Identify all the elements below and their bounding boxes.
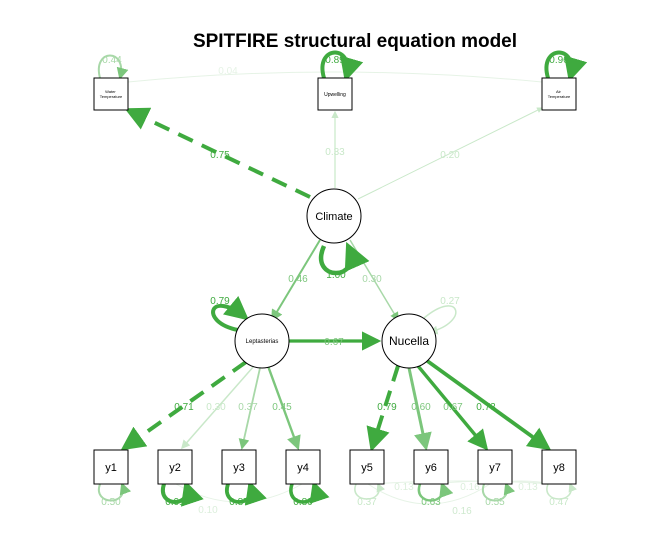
variance-label-y3: 0.87 [229, 497, 249, 508]
variance-loop-y3 [225, 480, 267, 506]
covariance-label-y7-y8: 0.13 [518, 482, 538, 493]
node-y1 [93, 449, 129, 485]
path-label-nuc-y6: 0.60 [411, 402, 431, 413]
variance-label-y4: 0.80 [293, 497, 313, 508]
node-label-y8: y8 [553, 462, 565, 474]
node-label-air-line2: Temperature [548, 94, 571, 99]
path-label-nuc-y5: 0.79 [377, 402, 397, 413]
variance-loop-y1 [97, 482, 132, 502]
covariance-label-y5-y7: 0.16 [452, 506, 472, 517]
path-label-climate-nucella: 0.30 [362, 274, 382, 285]
node-label-air-temperature: Air Temperature [548, 89, 571, 99]
variance-loop-y2 [160, 480, 204, 507]
node-label-nucella: Nucella [389, 334, 429, 348]
node-label-y7: y7 [489, 462, 501, 474]
variance-label-climate: 1.00 [326, 270, 346, 281]
covariance-label-y2-y4: 0.10 [198, 505, 218, 516]
variance-label-y1: 0.50 [101, 497, 121, 508]
variance-label-y5: 0.37 [357, 497, 377, 508]
path-label-lept-y4: 0.45 [272, 402, 292, 413]
node-y2 [157, 449, 193, 485]
variance-loop-y5 [354, 482, 385, 500]
node-y4 [285, 449, 321, 485]
node-label-y3: y3 [233, 462, 245, 474]
variance-loop-y4 [289, 480, 330, 504]
path-label-lept-y2: 0.30 [206, 402, 226, 413]
variance-loop-y6 [417, 481, 454, 502]
node-label-water-line2: Temperature [100, 94, 123, 99]
covariance-label-y5-y8: 0.13 [394, 482, 414, 493]
node-label-y1: y1 [105, 462, 117, 474]
node-y5 [349, 449, 385, 485]
variance-label-y6: 0.63 [421, 497, 441, 508]
variance-label-air: 0.96 [549, 55, 569, 66]
node-label-leptasterias: Leptasterias [246, 339, 279, 345]
node-air-temperature [541, 77, 577, 111]
node-nucella [381, 313, 437, 369]
variance-label-y7: 0.55 [485, 497, 505, 508]
node-y7 [477, 449, 513, 485]
variance-loop-y7 [481, 482, 516, 502]
path-nucella-y8 [424, 358, 552, 451]
path-label-nuc-y8: 0.73 [476, 402, 496, 413]
path-label-nuc-y7: 0.67 [443, 402, 463, 413]
variance-label-y2: 0.91 [165, 497, 185, 508]
node-y8 [541, 449, 577, 485]
path-label-climate-water: 0.75 [210, 150, 230, 161]
variance-label-upwelling: 0.89 [325, 55, 345, 66]
node-label-water-temperature: Water Temperature [100, 89, 123, 99]
variance-label-water: 0.44 [102, 55, 122, 66]
variance-loop-air [544, 50, 588, 82]
path-label-climate-upwelling: 0.33 [325, 147, 345, 158]
path-label-climate-air: 0.20 [440, 150, 460, 161]
covariance-label-water-air: 0.04 [218, 66, 238, 77]
path-climate-air-temperature [357, 107, 543, 200]
path-label-lept-nucella: 0.67 [324, 337, 344, 348]
path-climate-leptasterias [270, 239, 321, 322]
path-lept-y2 [181, 365, 255, 450]
path-nucella-y6 [407, 367, 432, 451]
variance-loop-leptasterias [211, 295, 250, 332]
node-water-temperature [93, 77, 129, 111]
variance-loop-nucella [423, 305, 457, 335]
path-label-lept-y3: 0.37 [238, 402, 258, 413]
node-leptasterias [234, 313, 290, 369]
variance-loop-climate [319, 241, 370, 276]
path-label-lept-y1: 0.71 [174, 402, 194, 413]
diagram-title: SPITFIRE structural equation model [193, 31, 517, 52]
node-upwelling [317, 77, 353, 111]
node-label-y5: y5 [361, 462, 373, 474]
variance-label-lept: 0.79 [210, 296, 230, 307]
covariance-y5-y8 [371, 480, 553, 485]
path-nucella-y5 [366, 365, 400, 452]
variance-loop-upwelling [320, 50, 364, 82]
node-label-water-line1: Water [105, 89, 116, 94]
node-label-upwelling: Upwelling [324, 92, 346, 98]
node-label-air-line1: Air [556, 89, 562, 94]
node-climate [306, 188, 362, 244]
path-label-climate-lept: 0.46 [288, 274, 308, 285]
path-lept-y3 [238, 367, 261, 450]
node-label-climate: Climate [315, 211, 352, 223]
path-nucella-y7 [416, 364, 489, 451]
node-y6 [413, 449, 449, 485]
node-label-y2: y2 [169, 462, 181, 474]
variance-label-y8: 0.47 [549, 497, 569, 508]
node-label-y6: y6 [425, 462, 437, 474]
variance-loop-water [97, 54, 129, 80]
covariance-label-y6-y8: 0.16 [460, 482, 480, 493]
path-lept-y4 [266, 365, 301, 451]
node-label-y4: y4 [297, 462, 309, 474]
variance-label-nucella: 0.27 [440, 296, 460, 307]
variance-loop-y8 [546, 482, 577, 500]
path-climate-water-temperature [124, 107, 311, 199]
node-y3 [221, 449, 257, 485]
covariance-water-air [127, 71, 543, 83]
